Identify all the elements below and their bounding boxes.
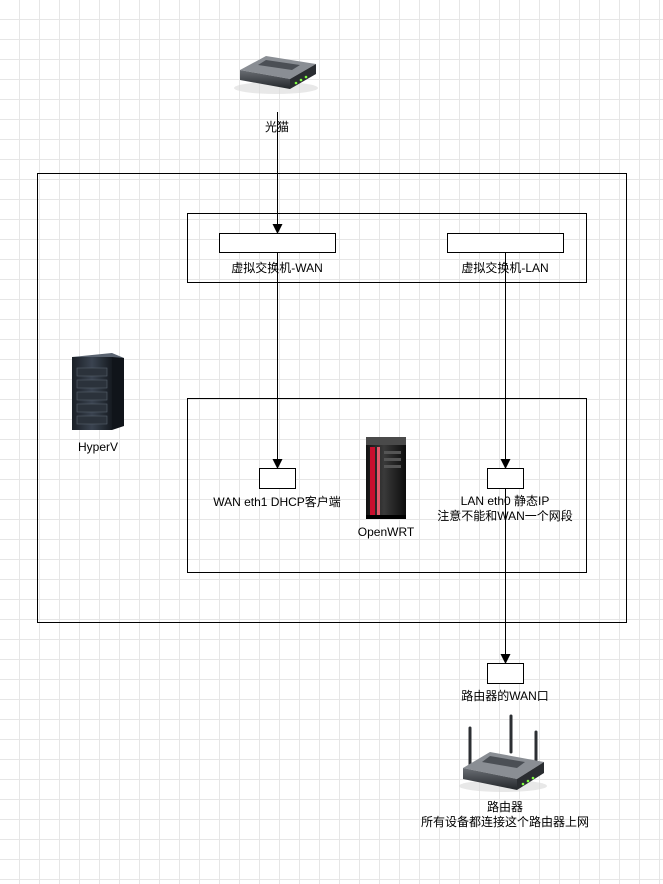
openwrt-vm-container xyxy=(187,398,587,573)
openwrt-server-icon xyxy=(366,437,406,519)
lan-eth0-label-line2: 注意不能和WAN一个网段 xyxy=(437,509,573,523)
wan-eth1-port xyxy=(259,468,296,489)
router-wan-port xyxy=(487,663,524,684)
router-label: 路由器 所有设备都连接这个路由器上网 xyxy=(385,800,625,830)
openwrt-label: OpenWRT xyxy=(357,525,415,539)
wireless-router-icon xyxy=(459,714,547,792)
vswitch-wan-label: 虚拟交换机-WAN xyxy=(231,261,323,275)
lan-eth0-label-line1: LAN eth0 静态IP xyxy=(460,494,550,508)
hyperv-frame xyxy=(37,173,627,623)
vswitch-wan-box xyxy=(219,233,336,253)
router-wan-port-label: 路由器的WAN口 xyxy=(461,689,549,703)
modem-label: 光猫 xyxy=(264,120,289,134)
router-label-line2: 所有设备都连接这个路由器上网 xyxy=(420,815,589,829)
router-label-line1: 路由器 xyxy=(486,800,523,814)
vswitch-lan-label: 虚拟交换机-LAN xyxy=(461,261,549,275)
lan-eth0-port xyxy=(487,468,524,489)
lan-eth0-label: LAN eth0 静态IP 注意不能和WAN一个网段 xyxy=(415,494,595,524)
server-rack-icon xyxy=(72,353,124,430)
wan-eth1-label: WAN eth1 DHCP客户端 xyxy=(213,495,341,509)
vswitch-lan-box xyxy=(447,233,564,253)
vswitch-container xyxy=(187,213,587,283)
hyperv-label: HyperV xyxy=(77,440,118,454)
modem-icon xyxy=(234,56,318,94)
